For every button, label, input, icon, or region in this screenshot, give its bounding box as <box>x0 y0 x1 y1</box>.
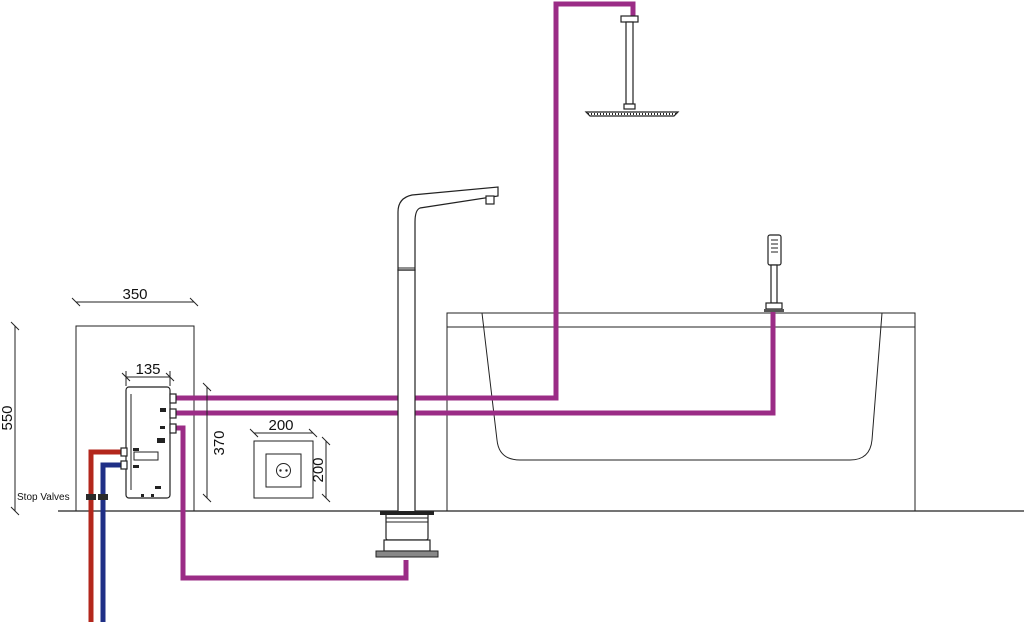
socket-width-label: 200 <box>268 417 293 434</box>
hand-shower <box>764 234 784 312</box>
hot-supply-pipe <box>88 449 124 622</box>
outlet-pipes <box>174 1 776 581</box>
cabinet-height-label: 550 <box>0 405 16 430</box>
overhead-shower-pipe <box>176 1 636 401</box>
hot-stop-valve <box>86 494 96 500</box>
cabinet <box>75 325 195 511</box>
stop-valve-markers <box>86 494 108 500</box>
unit-height-label: 370 <box>211 430 228 455</box>
spout-pipe <box>174 425 409 581</box>
unit-width-label: 135 <box>135 361 160 378</box>
freestanding-mixer <box>375 186 499 558</box>
hand-shower-pipe <box>176 312 776 416</box>
cold-stop-valve <box>98 494 108 500</box>
electrical-socket <box>253 440 314 499</box>
socket-height-label: 200 <box>310 457 327 482</box>
supply-pipes <box>88 449 124 622</box>
dimension-lines <box>10 297 331 516</box>
cold-supply-pipe <box>100 462 124 622</box>
control-unit <box>120 386 177 499</box>
cabinet-width-label: 350 <box>122 286 147 303</box>
stop-valves-label: Stop Valves <box>17 492 70 503</box>
overhead-shower <box>584 15 680 117</box>
